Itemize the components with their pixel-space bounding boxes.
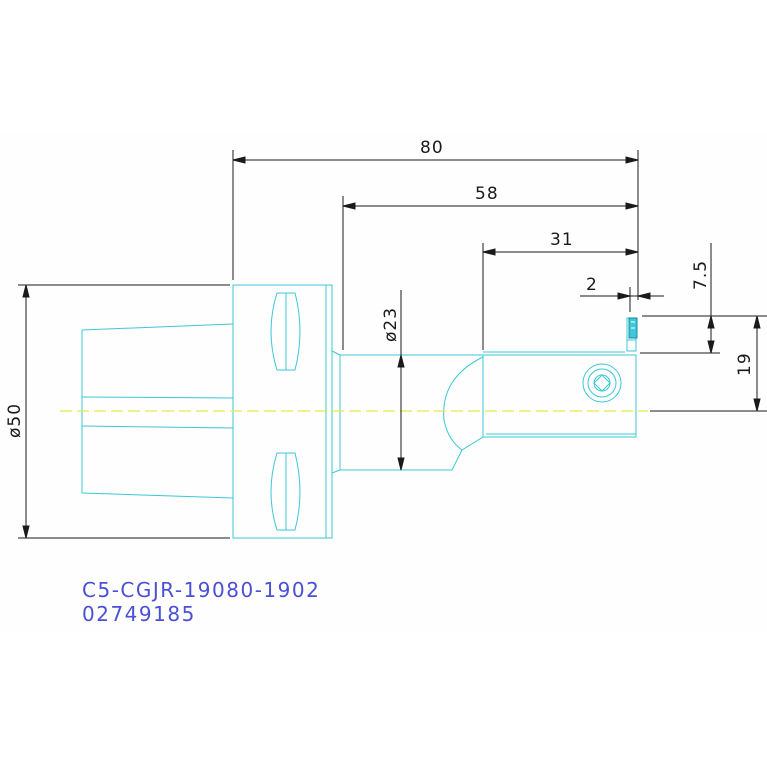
dim-7-5-text: 7.5 bbox=[691, 260, 711, 290]
dim-19-text: 19 bbox=[735, 352, 755, 376]
dim-58-text: 58 bbox=[475, 184, 499, 204]
screw-torx-icon bbox=[593, 374, 611, 392]
taper-coupling bbox=[81, 323, 234, 499]
taper-line-lower bbox=[81, 425, 234, 429]
taper-line-upper bbox=[81, 396, 234, 399]
tool-outline bbox=[81, 284, 637, 539]
dimension-lines bbox=[18, 150, 767, 539]
dim-2-text: 2 bbox=[586, 275, 598, 295]
dim-23-text: ø23 bbox=[381, 307, 401, 342]
dim-80-text: 80 bbox=[420, 138, 444, 158]
clamp-screw-mid bbox=[587, 368, 617, 398]
shank-body bbox=[331, 350, 483, 471]
dim-31-text: 31 bbox=[550, 230, 574, 250]
part-labels: C5-CGJR-19080-1902 02749185 bbox=[82, 578, 320, 626]
head-transition bbox=[443, 356, 484, 451]
drawing-background bbox=[0, 133, 767, 631]
part-number: C5-CGJR-19080-1902 bbox=[82, 578, 321, 602]
dim-50-text: ø50 bbox=[5, 403, 25, 438]
drive-slot-lower bbox=[270, 452, 301, 531]
cutting-insert bbox=[628, 317, 638, 339]
order-number: 02749185 bbox=[82, 602, 196, 626]
head-body bbox=[482, 354, 637, 438]
drive-slot-upper bbox=[270, 292, 301, 371]
shank-bottom-step bbox=[331, 469, 341, 474]
clamp-screw-outer bbox=[582, 363, 622, 403]
clamp-screw-inner bbox=[593, 374, 611, 392]
